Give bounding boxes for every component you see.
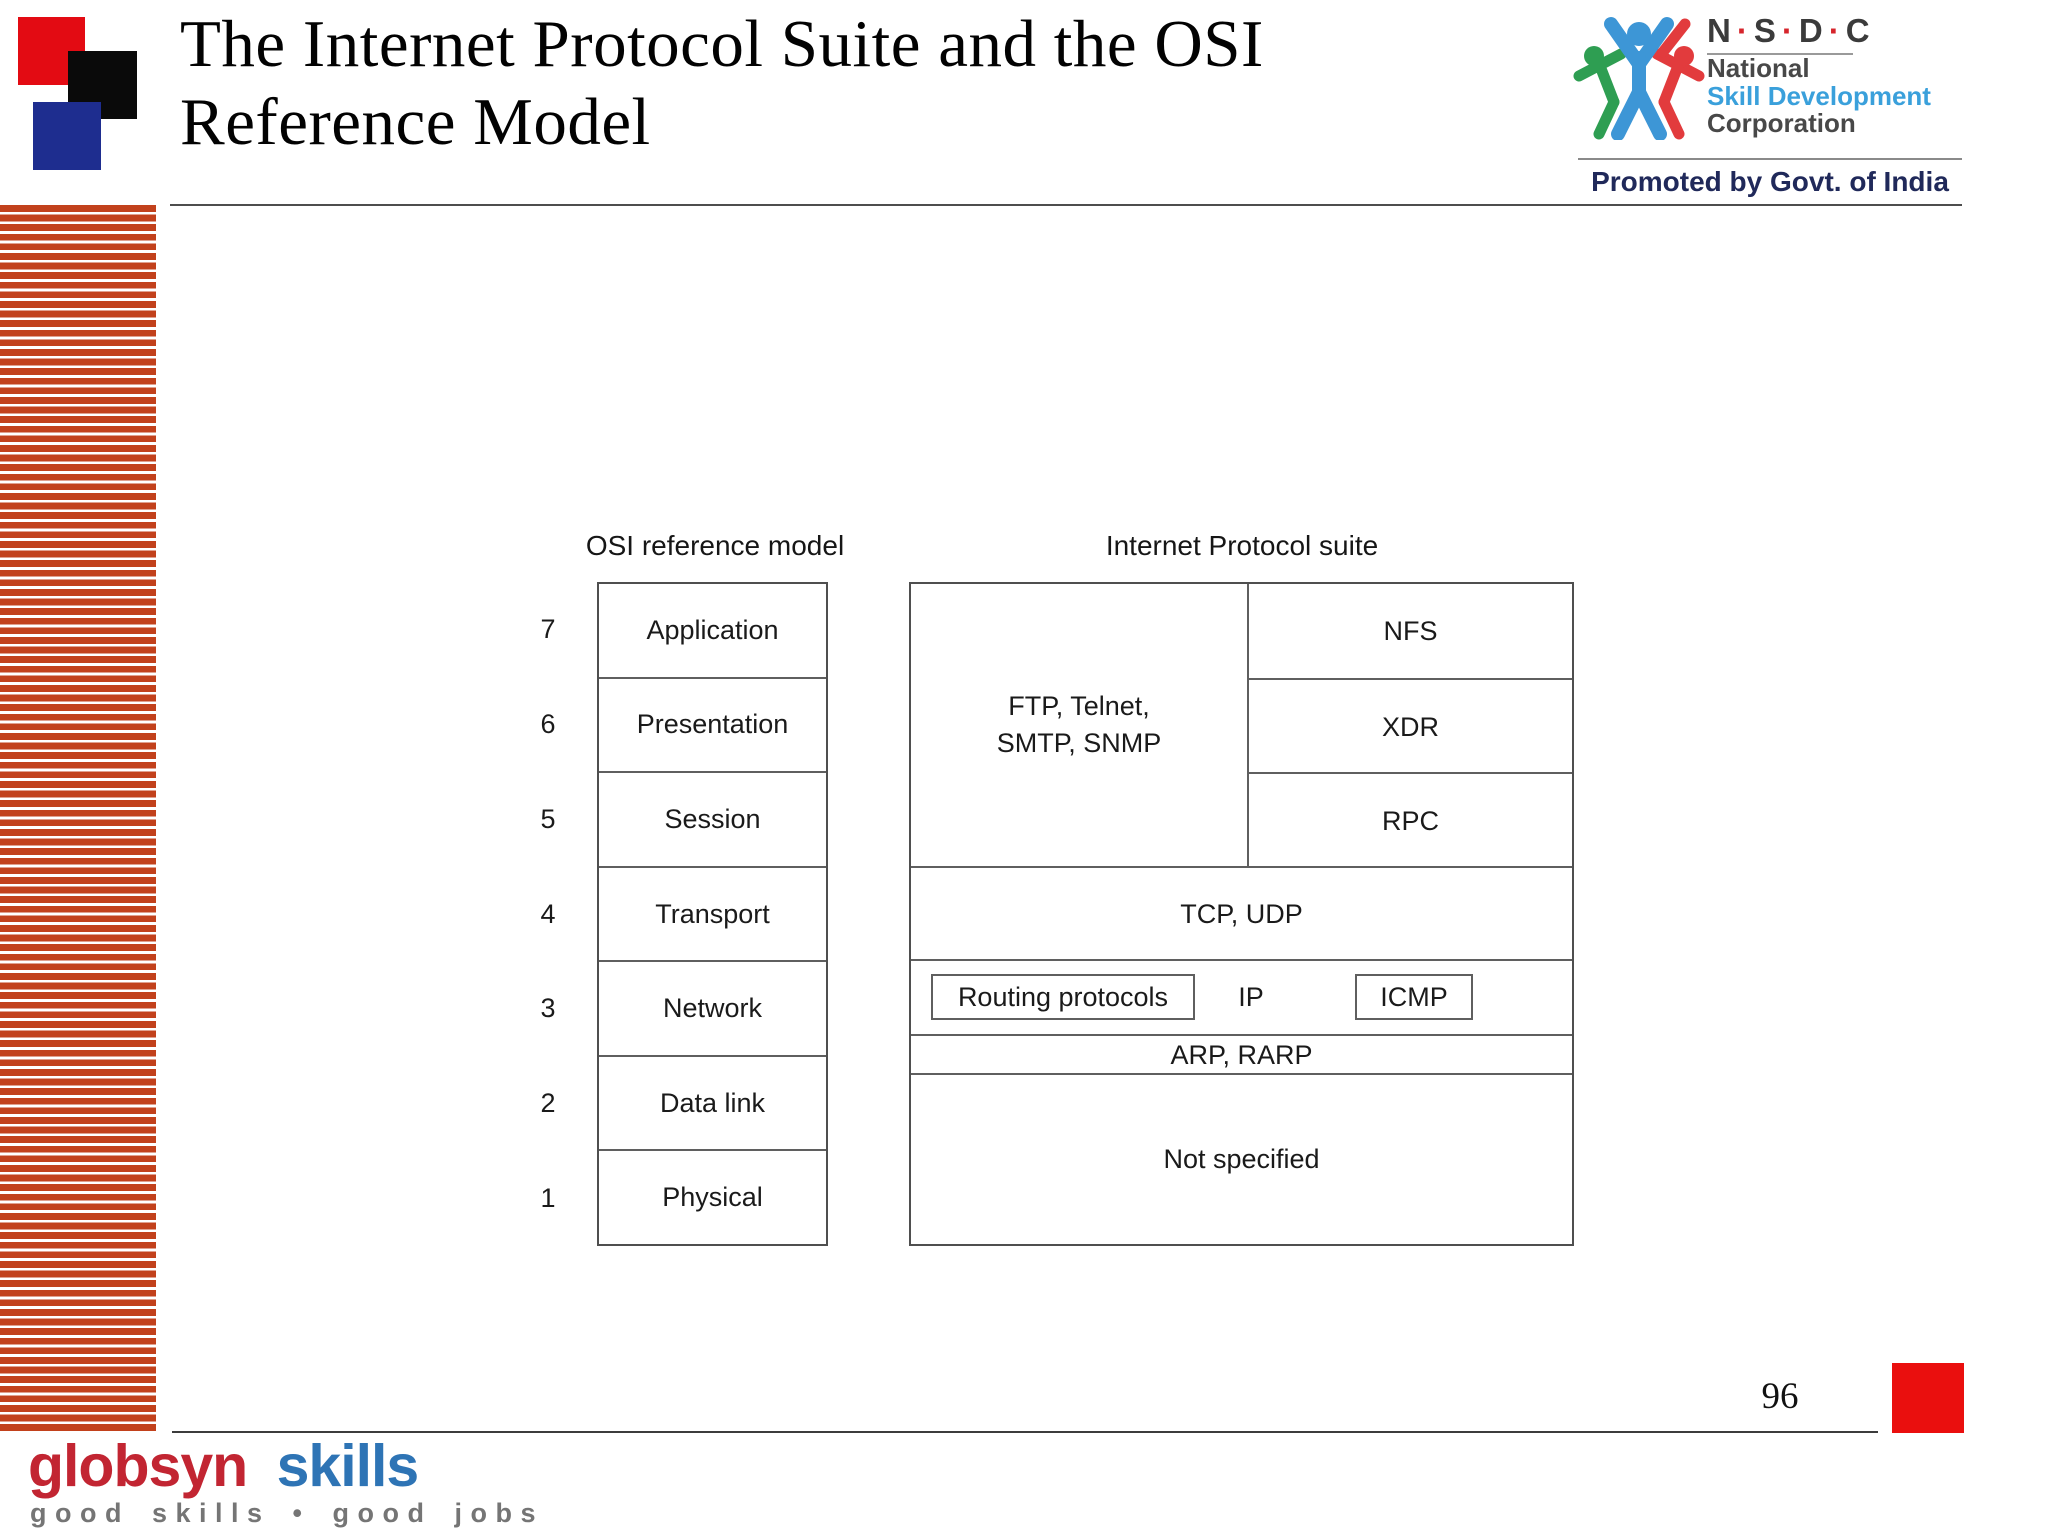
nsdc-wordmark: N·S·D·C National Skill Development Corpo…	[1707, 12, 1931, 138]
nsdc-acronym: N·S·D·C	[1707, 12, 1931, 50]
osi-layer-numbers: 7 6 5 4 3 2 1	[518, 582, 578, 1246]
nsdc-letter-c: C	[1845, 12, 1871, 49]
nsdc-promoted-text: Promoted by Govt. of India	[1591, 166, 1949, 197]
osi-layer-physical: Physical	[599, 1149, 826, 1244]
osi-layer-application: Application	[646, 614, 779, 645]
nsdc-dot-icon: ·	[1781, 12, 1794, 49]
nsdc-divider	[1578, 158, 1962, 160]
ip-row-not-specified: Not specified	[911, 1073, 1572, 1243]
osi-layer-presentation: Presentation	[599, 676, 826, 772]
routing-protocols-box: Routing protocols	[931, 974, 1195, 1020]
icmp-box: ICMP	[1355, 974, 1473, 1020]
ip-row-arp-rarp: ARP, RARP	[911, 1034, 1572, 1075]
nsdc-logo: N·S·D·C National Skill Development Corpo…	[1565, 8, 1965, 208]
osi-layer-network: Network	[599, 960, 826, 1055]
ip-app-line1: FTP, Telnet,	[1008, 691, 1150, 721]
osi-layer-number: 4	[540, 898, 556, 929]
osi-layer-number: 2	[540, 1088, 556, 1119]
title-divider	[170, 204, 1962, 206]
footer-red-square	[1892, 1363, 1964, 1433]
ip-cell-xdr: XDR	[1249, 678, 1572, 774]
osi-layer-number: 6	[540, 708, 556, 739]
osi-model-stack: Application Presentation Session Transpo…	[597, 582, 828, 1246]
osi-layer-number: 7	[540, 613, 556, 644]
ip-row-transport: TCP, UDP	[911, 866, 1572, 961]
brand-tagline: good skills • good jobs	[30, 1498, 544, 1528]
nsdc-acronym-divider	[1707, 53, 1853, 55]
ip-suite-heading: Internet Protocol suite	[1105, 530, 1379, 561]
footer-divider	[172, 1431, 1878, 1433]
globsyn-skills-logo: globsyn skills	[28, 1432, 420, 1500]
osi-layer-datalink: Data link	[599, 1054, 826, 1150]
nsdc-name-line1: National	[1707, 53, 1810, 83]
nsdc-letter-n: N	[1707, 12, 1732, 49]
nsdc-letter-s: S	[1753, 12, 1777, 49]
striped-sidebar	[0, 205, 156, 1433]
nsdc-name-line3: Corporation	[1707, 108, 1856, 138]
page-title-line2: Reference Model	[180, 84, 651, 159]
nsdc-dot-icon: ·	[1828, 12, 1841, 49]
ip-cell-application-protocols: FTP, Telnet, SMTP, SNMP	[911, 584, 1249, 866]
page-number: 96	[1761, 1376, 1799, 1417]
nsdc-figures-icon	[1573, 17, 1705, 140]
ip-suite-stack: FTP, Telnet, SMTP, SNMP NFS XDR RPC TCP,…	[909, 582, 1574, 1246]
nsdc-letter-d: D	[1798, 12, 1824, 49]
ip-app-line2: SMTP, SNMP	[996, 728, 1162, 758]
ip-row-network: Routing protocols IP ICMP	[911, 959, 1572, 1036]
osi-layer-number: 1	[540, 1183, 556, 1214]
osi-layer-number: 3	[540, 993, 556, 1024]
brand-word-skills: skills	[276, 1433, 420, 1499]
nsdc-name-line2: Skill Development	[1707, 80, 1931, 111]
osi-layer-transport: Transport	[599, 865, 826, 961]
ip-cell-nfs: NFS	[1383, 615, 1438, 646]
ip-label: IP	[1238, 982, 1264, 1012]
decor-square-blue	[33, 102, 101, 170]
page-title: The Internet Protocol Suite and the OSI …	[180, 6, 1580, 161]
ip-cell-rpc: RPC	[1249, 772, 1572, 868]
osi-model-heading: OSI reference model	[585, 530, 845, 561]
osi-layer-session: Session	[599, 771, 826, 866]
nsdc-dot-icon: ·	[1736, 12, 1749, 49]
brand-word-globsyn: globsyn	[28, 1433, 248, 1499]
page-title-line1: The Internet Protocol Suite and the OSI	[180, 7, 1264, 81]
osi-layer-number: 5	[540, 803, 556, 834]
